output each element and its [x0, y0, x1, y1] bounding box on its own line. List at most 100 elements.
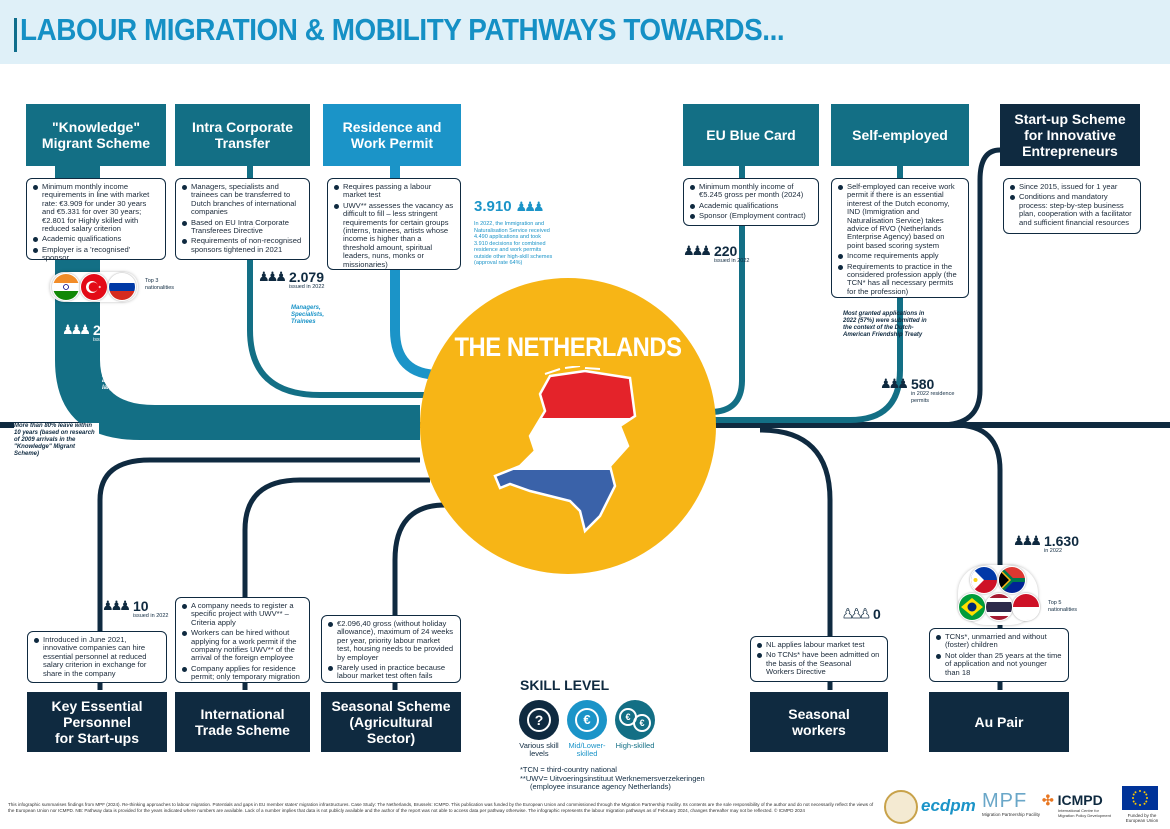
mpf-logo: MPF [982, 790, 1028, 812]
skill-level-title: SKILL LEVEL [520, 677, 610, 693]
info-bullet: NL applies labour market test [757, 640, 881, 649]
footnote-line: **UWV= Uitvoeringsinstituut Werknemersve… [520, 773, 705, 783]
pathway-title: Work Permit [350, 135, 434, 151]
india-flag-icon [52, 273, 80, 301]
pathway-title: Transfer [214, 135, 271, 151]
people-icon: ♟♟♟ [880, 376, 909, 391]
knowledge-nationalities-label: Top 3 nationalities [145, 278, 175, 291]
info-bullet: TCNs*, unmarried and without (foster) ch… [936, 632, 1062, 650]
netherlands-map-icon [493, 366, 637, 534]
pathway-eu-blue-card[interactable]: EU Blue Card [683, 104, 819, 166]
stat-number: 21.550 [92, 322, 136, 338]
info-bullet: Requires passing a labour market test [334, 182, 454, 200]
knowledge-note2: More than 80% leave within 10 years (bas… [14, 423, 99, 458]
info-bullet: Income requirements apply [838, 251, 962, 260]
eu-flag-icon [1122, 786, 1158, 810]
info-bullet: Minimum monthly income of €5.245 gross p… [690, 182, 812, 200]
stat-number: 3.910 [474, 198, 512, 215]
pathway-title: Seasonal [788, 706, 850, 722]
info-bullet: Requirements to practice in the consider… [838, 262, 962, 297]
info-bullet: Not older than 25 years at the time of a… [936, 651, 1062, 677]
info-blue-card: Minimum monthly income of €5.245 gross p… [683, 178, 819, 226]
seasonal-ag-line [392, 502, 446, 690]
ecdpm-logo: ecdpm [921, 796, 976, 815]
info-bullet: Requirements of non-recognised sponsors … [182, 237, 303, 254]
info-bullet: Academic qualifications [33, 235, 159, 243]
pathway-title: for Innovative [1024, 127, 1116, 143]
startup-line [939, 147, 1001, 428]
skill-euro-double-icon: € € [615, 700, 655, 740]
pathway-knowledge-migrant[interactable]: "Knowledge"Migrant Scheme [26, 104, 166, 166]
pathway-title: for Start-ups [55, 730, 139, 746]
stat-number: 0 [872, 606, 881, 622]
pathway-title: EU Blue Card [706, 127, 796, 143]
philippines-flag-icon [970, 566, 998, 594]
skill-label: High-skilled [615, 741, 655, 750]
info-bullet: Workers can be hired without applying fo… [182, 629, 303, 663]
pathway-self-employed[interactable]: Self-employed [831, 104, 969, 166]
pathway-title: Start-up Scheme [1014, 111, 1126, 127]
skill-symbol: € [633, 714, 651, 732]
info-bullet: Employer is a 'recognised' sponsor [33, 245, 159, 263]
stat-number: 10 [132, 598, 149, 614]
skill-question-icon: ? [519, 700, 559, 740]
au-pair-flags [958, 565, 1040, 625]
icmpd-logo-text: ICMPD [1057, 792, 1103, 808]
skill-label: Mid/Lower-skilled [568, 741, 606, 758]
center-title: THE NETHERLANDS [454, 332, 682, 362]
info-au-pair: TCNs*, unmarried and without (foster) ch… [929, 628, 1069, 682]
footnote-line: *TCN = third-country national [520, 765, 617, 774]
info-knowledge: Minimum monthly income requirements in l… [26, 178, 166, 263]
people-icon: ♟♟♟ [515, 199, 545, 214]
stat-sub: issued in 2022 [713, 258, 750, 264]
au-pair-line [954, 422, 1003, 690]
pathway-au-pair[interactable]: Au Pair [929, 692, 1069, 752]
info-bullet: Company applies for residence permit; on… [182, 664, 303, 682]
stat-sub: in 2022 [1043, 548, 1063, 554]
info-bullet: Since 2015, issued for 1 year [1010, 182, 1134, 191]
skill-euro-icon: € [567, 700, 607, 740]
self-employed-note: Most granted applications in 2022 (57%) … [843, 311, 927, 338]
info-self-employed: Self-employed can receive work permit if… [831, 178, 969, 298]
pathway-title: Key Essential [51, 698, 143, 714]
self-employed-line [710, 165, 903, 423]
people-icon: ♟♟♟ [102, 598, 131, 613]
pathway-title: workers [792, 722, 846, 738]
stat-number: 2.079 [288, 269, 325, 285]
mpf-logo-sub: Migration Partnership Facility [982, 812, 1041, 817]
stat-number: 580 [910, 376, 935, 392]
info-ict: Managers, specialists and trainees can b… [175, 178, 310, 260]
seasonal-workers-stat: ♟♟♟ 0 [842, 606, 881, 622]
blue-card-line [709, 165, 745, 415]
info-seasonal-ag: €2.096,40 gross (without holiday allowan… [321, 615, 461, 683]
indonesia-flag-icon [1012, 593, 1040, 621]
residence-stat-text: In 2022, the Immigration and Naturalisat… [474, 221, 553, 266]
info-bullet: Self-employed can receive work permit if… [838, 182, 962, 250]
pathway-title: Residence and [342, 119, 442, 135]
info-bullet: Managers, specialists and trainees can b… [182, 182, 303, 217]
south-africa-flag-icon [998, 566, 1026, 594]
info-seasonal-workers: NL applies labour market test No TCNs* h… [750, 636, 888, 682]
pathway-seasonal-ag[interactable]: Seasonal Scheme(Agricultural Sector) [321, 692, 461, 752]
footnotes: *TCN = third-country national **UWV= Uit… [520, 765, 705, 792]
pathway-title: Migrant Scheme [41, 135, 151, 151]
netherlands-circle: THE NETHERLANDS [420, 278, 716, 574]
stat-sub: issued in 2022 [92, 337, 129, 343]
skill-symbol: ? [527, 708, 551, 732]
key-essential-line [97, 457, 420, 690]
icmpd-logo: ✣ ICMPD [1042, 792, 1103, 808]
info-bullet: Minimum monthly income requirements in l… [33, 182, 159, 233]
pathway-title: Seasonal Scheme [331, 698, 451, 714]
info-bullet: Rarely used in practice because labour m… [328, 663, 454, 681]
stat-sub: issued in 2022 [288, 284, 325, 290]
people-outline-icon: ♟♟♟ [842, 606, 872, 621]
